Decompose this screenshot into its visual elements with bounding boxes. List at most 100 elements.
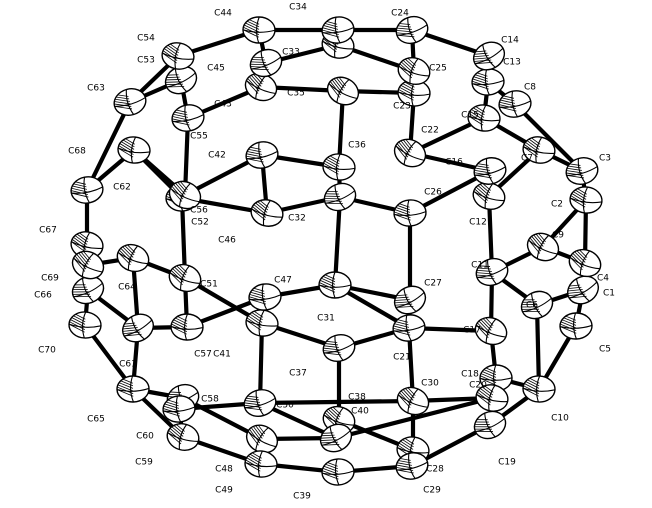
atom-c35 (326, 72, 360, 106)
atom-c40 (315, 423, 353, 453)
atom-label-c46: C46 (218, 236, 236, 246)
atom-label-c22: C22 (421, 126, 439, 136)
atom-c36 (322, 152, 356, 181)
atom-label-c35: C35 (287, 89, 305, 99)
atom-c64 (116, 240, 150, 273)
atom-c34 (320, 16, 355, 44)
atom-label-c62: C62 (113, 183, 131, 193)
atom-c65 (116, 375, 150, 403)
atom-c54 (161, 40, 195, 70)
atom-label-c15: C15 (461, 111, 479, 121)
atom-label-c43: C43 (214, 100, 232, 110)
atom-label-c61: C61 (119, 360, 137, 370)
atom-label-c11: C11 (471, 261, 489, 271)
atom-c32 (320, 182, 357, 212)
atom-label-c58: C58 (201, 395, 219, 405)
atom-label-c57: C57 (194, 350, 212, 360)
atom-label-c66: C66 (34, 291, 52, 301)
atom-label-c33: C33 (282, 48, 300, 58)
atom-c41 (245, 307, 279, 337)
atom-c11 (472, 257, 509, 287)
atom-label-c28: C28 (426, 465, 444, 475)
atom-label-c68: C68 (68, 147, 86, 157)
atom-label-c59: C59 (135, 458, 153, 468)
atom-c39 (321, 458, 355, 486)
atom-c25 (397, 53, 431, 86)
atom-label-c64: C64 (118, 283, 136, 293)
labels-layer: C1C2C3C4C5C6C7C8C9C10C11C12C13C14C15C16C… (34, 3, 615, 502)
atom-c27 (389, 285, 427, 315)
atom-label-c29: C29 (423, 486, 441, 496)
atom-label-c10: C10 (551, 414, 569, 424)
atom-label-c5: C5 (599, 345, 611, 355)
atom-label-c47: C47 (274, 276, 292, 286)
atom-c31 (318, 271, 352, 299)
atom-label-c32: C32 (288, 214, 306, 224)
atom-c15 (467, 102, 501, 132)
atom-label-c69: C69 (41, 274, 59, 284)
atom-label-c24: C24 (391, 9, 409, 19)
atom-label-c30: C30 (421, 379, 439, 389)
atom-c9 (526, 228, 560, 262)
atom-c70 (68, 311, 102, 339)
atom-label-c40: C40 (351, 407, 369, 417)
atom-label-c2: C2 (551, 200, 563, 210)
atom-c46 (250, 196, 284, 227)
atom-c1 (562, 275, 600, 305)
atom-label-c17: C17 (463, 326, 481, 336)
atom-c4 (568, 245, 602, 278)
atom-label-c37: C37 (289, 369, 307, 379)
atom-label-c48: C48 (215, 465, 233, 475)
atom-label-c12: C12 (469, 218, 487, 228)
atom-c53 (160, 65, 198, 95)
atom-label-c16: C16 (445, 158, 463, 168)
atom-label-c65: C65 (87, 415, 105, 425)
atom-label-c67: C67 (39, 226, 57, 236)
atom-c5 (559, 312, 593, 340)
bond-c20-c40 (333, 395, 495, 441)
atom-label-c34: C34 (289, 3, 307, 13)
atom-c10 (522, 375, 556, 403)
atom-label-c41: C41 (213, 350, 231, 360)
atom-label-c19: C19 (498, 458, 516, 468)
atom-label-c25: C25 (429, 64, 447, 74)
atom-label-c63: C63 (87, 84, 105, 94)
atom-label-c45: C45 (207, 64, 225, 74)
atom-label-c21: C21 (393, 353, 411, 363)
atom-c21 (390, 314, 426, 342)
atom-label-c55: C55 (190, 132, 208, 142)
bond-c63-c68 (84, 99, 133, 193)
atom-label-c20: C20 (469, 381, 487, 391)
atom-c60 (161, 395, 196, 423)
atom-c67 (70, 228, 104, 259)
atom-c37 (319, 333, 356, 363)
atom-label-c31: C31 (317, 314, 335, 324)
atom-label-c56: C56 (190, 206, 208, 216)
atom-label-c70: C70 (38, 346, 56, 356)
atom-label-c38: C38 (348, 393, 366, 403)
atom-c6 (517, 290, 554, 320)
atom-label-c6: C6 (526, 301, 538, 311)
atom-c49 (244, 449, 278, 478)
atom-label-c52: C52 (191, 218, 209, 228)
atom-c50 (240, 389, 277, 417)
atom-c51 (168, 260, 202, 293)
bond-c3-c8 (512, 101, 585, 174)
atom-c30 (396, 382, 430, 416)
atom-label-c50: C50 (276, 401, 294, 411)
atom-c26 (392, 199, 427, 227)
atom-label-c39: C39 (293, 492, 311, 502)
atom-c61 (117, 313, 155, 343)
atom-c24 (392, 15, 429, 45)
bond-c32-c31 (332, 194, 343, 288)
atom-c57 (170, 313, 204, 341)
atom-label-c49: C49 (215, 486, 233, 496)
atom-label-c36: C36 (348, 141, 366, 151)
atom-c69 (71, 246, 105, 280)
atom-c48 (245, 419, 279, 454)
atom-c19 (470, 410, 507, 440)
atom-label-c27: C27 (424, 279, 442, 289)
atom-c13 (470, 68, 505, 96)
atom-c68 (68, 176, 104, 204)
